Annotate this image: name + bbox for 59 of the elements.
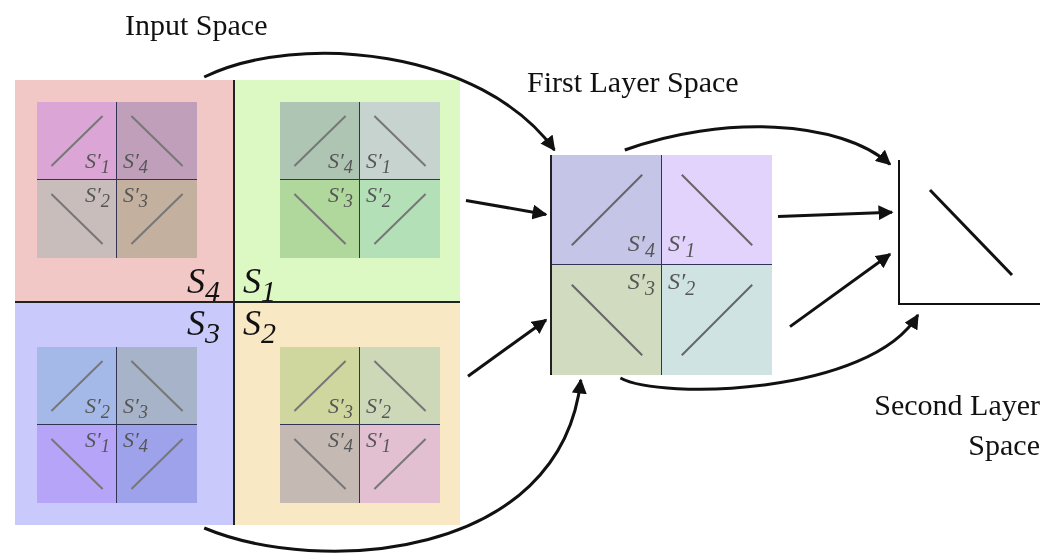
cell-label: S′$_{3}$ — [328, 184, 353, 211]
region-quadrant — [235, 80, 460, 303]
grid-cell — [280, 102, 360, 180]
grid-cell — [117, 102, 197, 180]
arrow — [203, 51, 556, 152]
cell-label: S′$_{3}$ — [123, 184, 148, 211]
grid-cell — [662, 155, 772, 265]
cell-label: S′$_{1}$ — [85, 429, 110, 456]
arrow — [465, 198, 548, 220]
region-label: S$_{1}$ — [243, 263, 276, 307]
cell-label: S′$_{2}$ — [85, 184, 110, 211]
grid-cell — [360, 347, 440, 425]
grid-cell — [117, 425, 197, 503]
region-quadrant — [15, 80, 235, 303]
region-quadrant — [15, 303, 235, 525]
cell-label: S′$_{1}$ — [668, 231, 696, 260]
grid-cell — [117, 180, 197, 258]
arrow — [624, 125, 892, 166]
grid-cell — [552, 265, 662, 375]
space-heading: First Layer Space — [527, 65, 739, 99]
arrow — [203, 378, 586, 553]
grid-cell — [360, 102, 440, 180]
grid-cell — [360, 425, 440, 503]
cell-label: S′$_{4}$ — [627, 231, 655, 260]
arrow — [777, 205, 894, 221]
cell-label: S′$_{3}$ — [123, 395, 148, 422]
grid-cell — [37, 347, 117, 425]
grid-cell — [552, 155, 662, 265]
cell-label: S′$_{4}$ — [328, 429, 353, 456]
grid-cell — [37, 425, 117, 503]
space-heading: Second Layer Space — [873, 387, 1040, 463]
region-label: S$_{2}$ — [243, 305, 276, 349]
grid-cell — [37, 102, 117, 180]
arrow — [467, 318, 548, 378]
cell-label: S′$_{2}$ — [85, 395, 110, 422]
cell-label: S′$_{4}$ — [123, 150, 148, 177]
arrow — [619, 313, 920, 391]
cell-label: S′$_{3}$ — [328, 395, 353, 422]
cell-label: S′$_{1}$ — [366, 429, 391, 456]
cell-label: S′$_{4}$ — [123, 429, 148, 456]
region-label: S$_{3}$ — [187, 305, 220, 349]
cell-label: S′$_{3}$ — [627, 269, 655, 298]
cell-label: S′$_{4}$ — [328, 150, 353, 177]
region-label: S$_{4}$ — [187, 263, 220, 307]
cell-label: S′$_{2}$ — [366, 184, 391, 211]
grid-cell — [280, 347, 360, 425]
cell-label: S′$_{2}$ — [366, 395, 391, 422]
space-heading: Input Space — [125, 8, 268, 42]
arrow — [789, 253, 892, 328]
grid-cell — [662, 265, 772, 375]
grid-cell — [360, 180, 440, 258]
grid-cell — [280, 425, 360, 503]
grid-cell — [117, 347, 197, 425]
grid-cell — [37, 180, 117, 258]
region-quadrant — [235, 303, 460, 525]
cell-label: S′$_{2}$ — [668, 269, 696, 298]
grid-cell — [280, 180, 360, 258]
cell-label: S′$_{1}$ — [366, 150, 391, 177]
cell-label: S′$_{1}$ — [85, 150, 110, 177]
